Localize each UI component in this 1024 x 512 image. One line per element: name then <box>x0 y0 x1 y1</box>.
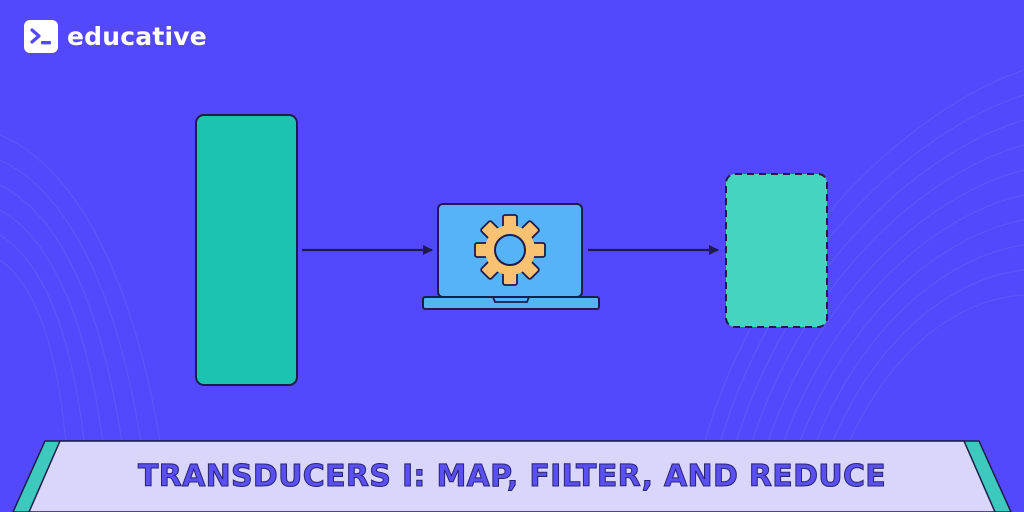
title-banner <box>12 440 1012 512</box>
educative-logo[interactable]: educative <box>24 20 207 53</box>
gear-icon <box>474 214 546 286</box>
laptop-gear-icon <box>422 203 600 310</box>
banner-title: TRANSDUCERS I: MAP, FILTER, AND REDUCE <box>137 459 887 495</box>
input-collection-block <box>195 114 298 386</box>
output-collection-block <box>725 173 828 328</box>
terminal-prompt-icon <box>24 20 58 53</box>
brand-name: educative <box>67 22 207 51</box>
